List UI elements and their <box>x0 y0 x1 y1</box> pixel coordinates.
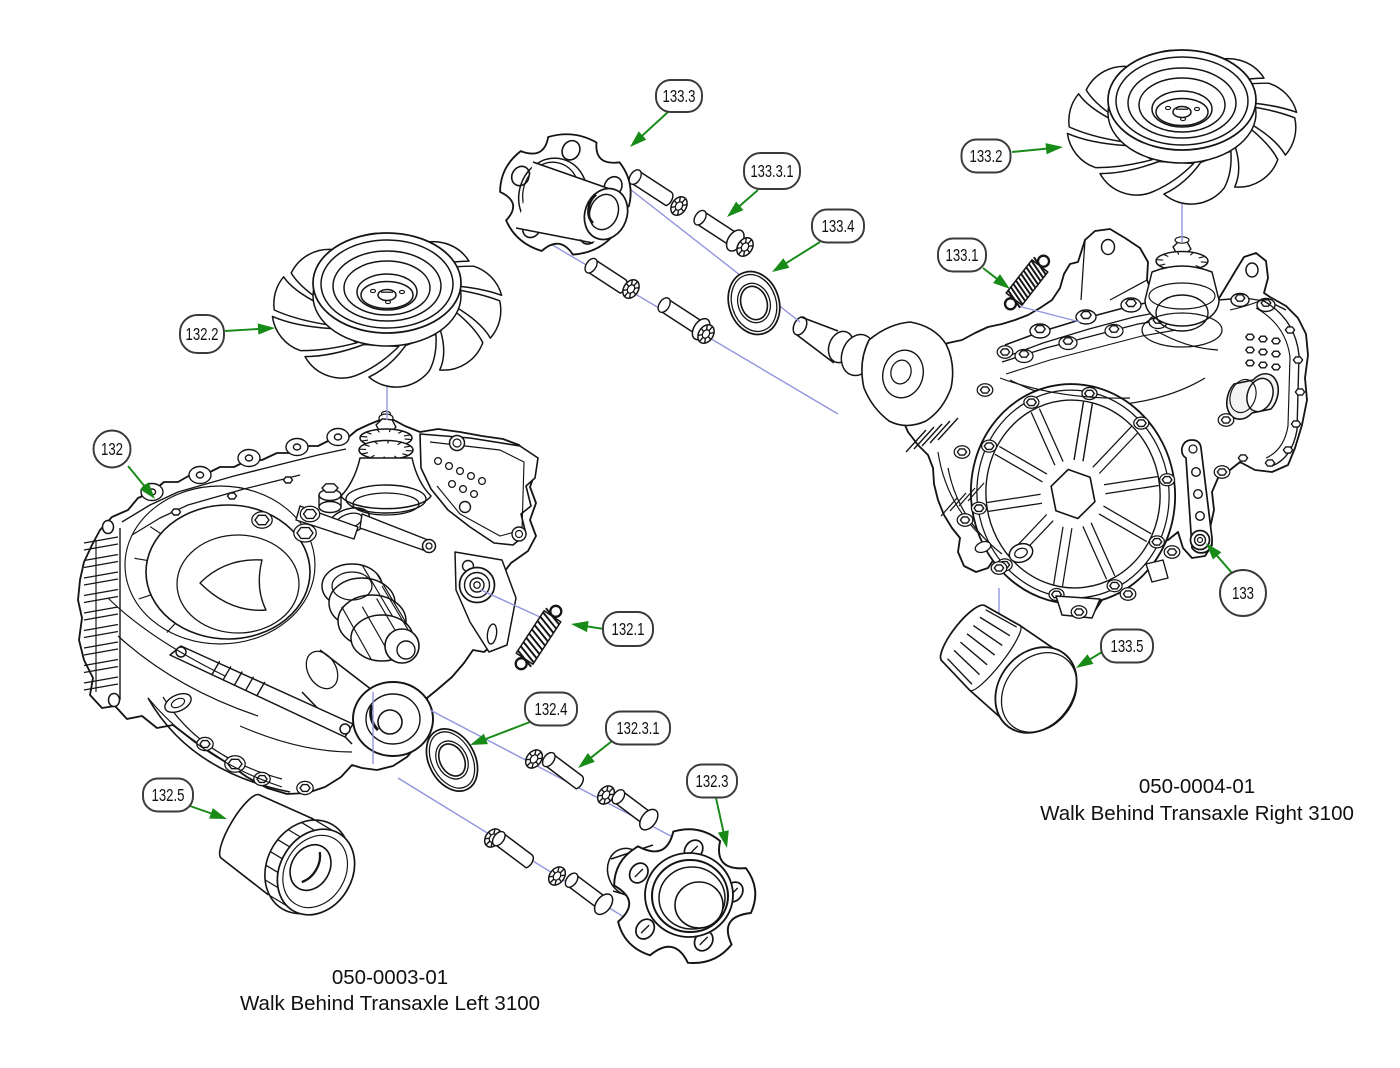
svg-text:132.4: 132.4 <box>535 699 568 719</box>
svg-text:050-0004-01: 050-0004-01 <box>1139 775 1255 798</box>
svg-text:Walk Behind Transaxle Right 31: Walk Behind Transaxle Right 3100 <box>1040 802 1354 825</box>
svg-text:133.4: 133.4 <box>822 216 855 236</box>
svg-text:132.1: 132.1 <box>612 619 645 639</box>
svg-text:132.3: 132.3 <box>696 771 729 791</box>
svg-text:133.5: 133.5 <box>1111 636 1144 656</box>
svg-text:133: 133 <box>1232 583 1254 603</box>
svg-text:132.2: 132.2 <box>186 324 219 344</box>
svg-text:133.1: 133.1 <box>946 245 979 265</box>
svg-text:133.3: 133.3 <box>663 86 696 106</box>
svg-text:132.3.1: 132.3.1 <box>617 718 660 738</box>
svg-text:050-0003-01: 050-0003-01 <box>332 966 448 989</box>
svg-text:132.5: 132.5 <box>152 785 185 805</box>
svg-text:133.2: 133.2 <box>970 146 1003 166</box>
svg-text:133.3.1: 133.3.1 <box>751 161 794 181</box>
svg-text:132: 132 <box>101 439 123 459</box>
svg-text:Walk Behind Transaxle Left 310: Walk Behind Transaxle Left 3100 <box>240 992 540 1015</box>
